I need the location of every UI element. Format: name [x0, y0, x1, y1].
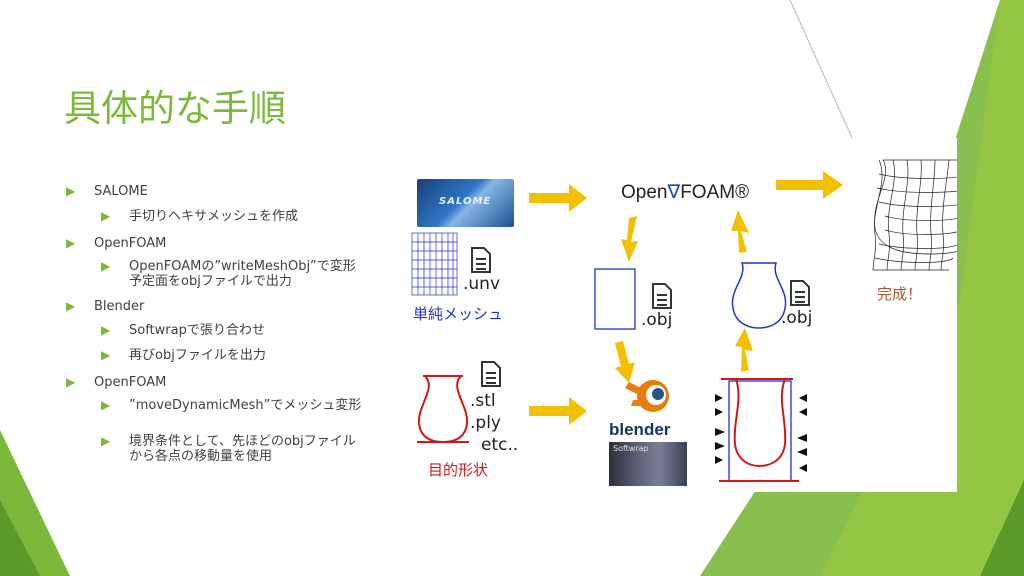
blue-rect-obj	[594, 268, 636, 330]
softwrap-label: Softwrap	[613, 444, 649, 453]
workflow-graphics	[411, 159, 957, 482]
arrow-right-icon	[529, 184, 587, 212]
arrow-right-icon	[776, 171, 843, 199]
triangle-bullet-icon: ▶	[101, 209, 111, 223]
bullet-item: SALOME	[94, 184, 148, 199]
triangle-bullet-icon: ▶	[101, 398, 111, 412]
triangle-bullet-icon: ▶	[101, 348, 111, 362]
triangle-bullet-icon: ▶	[101, 434, 111, 448]
triangle-bullet-icon: ▶	[66, 299, 76, 313]
openfoam-logo: Open∇FOAM®	[621, 181, 749, 204]
blue-vase-obj	[731, 262, 787, 329]
arrow-down-icon	[615, 341, 635, 383]
openfoam-logo-left: Open	[621, 182, 668, 203]
blender-wordmark: blender	[609, 420, 671, 439]
blender-logo-icon	[625, 380, 669, 412]
simple-mesh-label: 単純メッシュ	[413, 305, 504, 323]
stl-label: .stl	[470, 391, 496, 411]
sub-bullet-item: ”moveDynamicMesh”でメッシュ変形	[129, 398, 362, 413]
triangle-bullet-icon: ▶	[101, 323, 111, 337]
document-icon	[481, 361, 501, 387]
triangle-bullet-icon: ▶	[66, 375, 76, 389]
red-target-shape	[417, 375, 469, 444]
openfoam-logo-right: FOAM®	[680, 182, 750, 203]
obj-label-2: .obj	[781, 308, 813, 328]
triangle-bullet-icon: ▶	[66, 236, 76, 250]
arrow-up-icon	[735, 328, 753, 372]
sub-bullet-item: 手切りヘキサメッシュを作成	[129, 209, 299, 224]
nabla-icon: ∇	[667, 182, 681, 203]
salome-logo-text: SALOME	[439, 196, 492, 207]
complete-label: 完成！	[877, 285, 923, 303]
bullet-item: OpenFOAM	[94, 375, 167, 390]
triangle-bullet-icon: ▶	[66, 184, 76, 198]
bullet-item: OpenFOAM	[94, 236, 167, 251]
flow-arrows	[529, 171, 843, 425]
etc-label: etc..	[481, 435, 519, 455]
sub-bullet-item: OpenFOAMの”writeMeshObj”で変形予定面をobjファイルで出力	[129, 259, 356, 289]
sub-bullet-item: Softwrapで張り合わせ	[129, 323, 265, 338]
sub-bullet-item: 再びobjファイルを出力	[129, 348, 266, 363]
document-icon	[790, 280, 810, 306]
document-icon	[471, 247, 491, 273]
page-title: 具体的な手順	[64, 87, 286, 130]
final-mesh-vase	[872, 159, 957, 271]
triangle-bullet-icon: ▶	[101, 259, 111, 273]
sub-bullet-item: 境界条件として、先ほどのobjファイルから各点の移動量を使用	[129, 434, 356, 464]
arrow-right-icon	[529, 397, 587, 425]
arrow-down-icon	[621, 216, 638, 262]
bullet-item: Blender	[94, 299, 145, 314]
unv-label: .unv	[463, 274, 501, 294]
arrow-up-icon	[731, 210, 749, 253]
simple-mesh-grid	[411, 232, 458, 296]
salome-logo: SALOME	[417, 179, 514, 227]
document-icon	[652, 283, 672, 309]
ply-label: .ply	[470, 413, 501, 433]
softwrap-image: Softwrap	[609, 442, 687, 486]
obj-label-1: .obj	[641, 310, 673, 330]
target-shape-label: 目的形状	[428, 461, 489, 479]
workflow-figure: SALOME Open∇FOAM® .unv 単純メッシュ .obj .obj …	[393, 138, 957, 492]
softwrap-visualization	[715, 378, 807, 482]
